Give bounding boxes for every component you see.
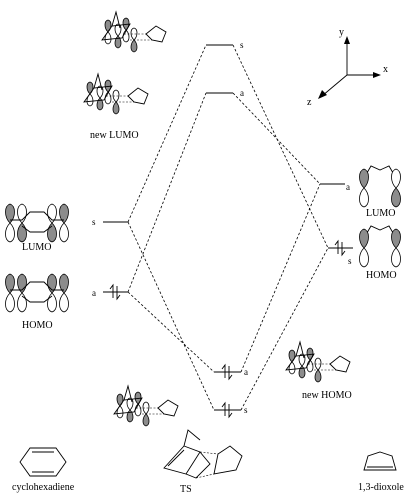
cyclohexadiene-label: cyclohexadiene: [12, 482, 75, 493]
dioxole-label: 1,3-dioxole: [358, 482, 404, 493]
dioxole-lumo-orbital: [359, 165, 401, 208]
left-lumo-symmetry: s: [92, 217, 96, 227]
cyclohexadiene-homo-orbital: [5, 273, 69, 313]
left-homo-label: HOMO: [22, 320, 53, 331]
axis-x-label: x: [383, 64, 388, 75]
ts-new-homo-orbital-sketch: [286, 342, 350, 382]
center-top-s-symmetry: s: [240, 40, 244, 50]
center-lower-a-symmetry: a: [244, 367, 248, 377]
left-lumo-label: LUMO: [22, 242, 51, 253]
center-upper-a-symmetry: a: [240, 88, 244, 98]
new-lumo-label: new LUMO: [90, 130, 139, 141]
ts-new-lumo-orbital-sketch: [84, 74, 148, 114]
energy-levels: [103, 44, 353, 411]
new-homo-label: new HOMO: [302, 390, 352, 401]
center-bottom-s-symmetry: s: [244, 405, 248, 415]
cyclohexadiene-structure: [19, 447, 67, 477]
dioxole-structure: [363, 451, 397, 471]
right-lumo-label: LUMO: [366, 208, 395, 219]
ts-structure: [163, 429, 243, 479]
axis-z-label: z: [307, 97, 312, 108]
ts-label: TS: [180, 484, 192, 495]
left-homo-symmetry: a: [92, 288, 96, 298]
right-lumo-symmetry: a: [346, 182, 350, 192]
right-homo-symmetry: s: [348, 256, 352, 266]
ts-bottom-orbital-sketch: [114, 386, 178, 426]
dioxole-homo-orbital: [359, 225, 401, 268]
correlation-lines: [127, 44, 329, 411]
axes-triad: y x z: [307, 27, 388, 108]
cyclohexadiene-lumo-orbital: [5, 203, 69, 243]
axis-y-label: y: [339, 27, 344, 38]
right-homo-label: HOMO: [366, 270, 397, 281]
ts-top-orbital-sketch: [102, 12, 166, 52]
